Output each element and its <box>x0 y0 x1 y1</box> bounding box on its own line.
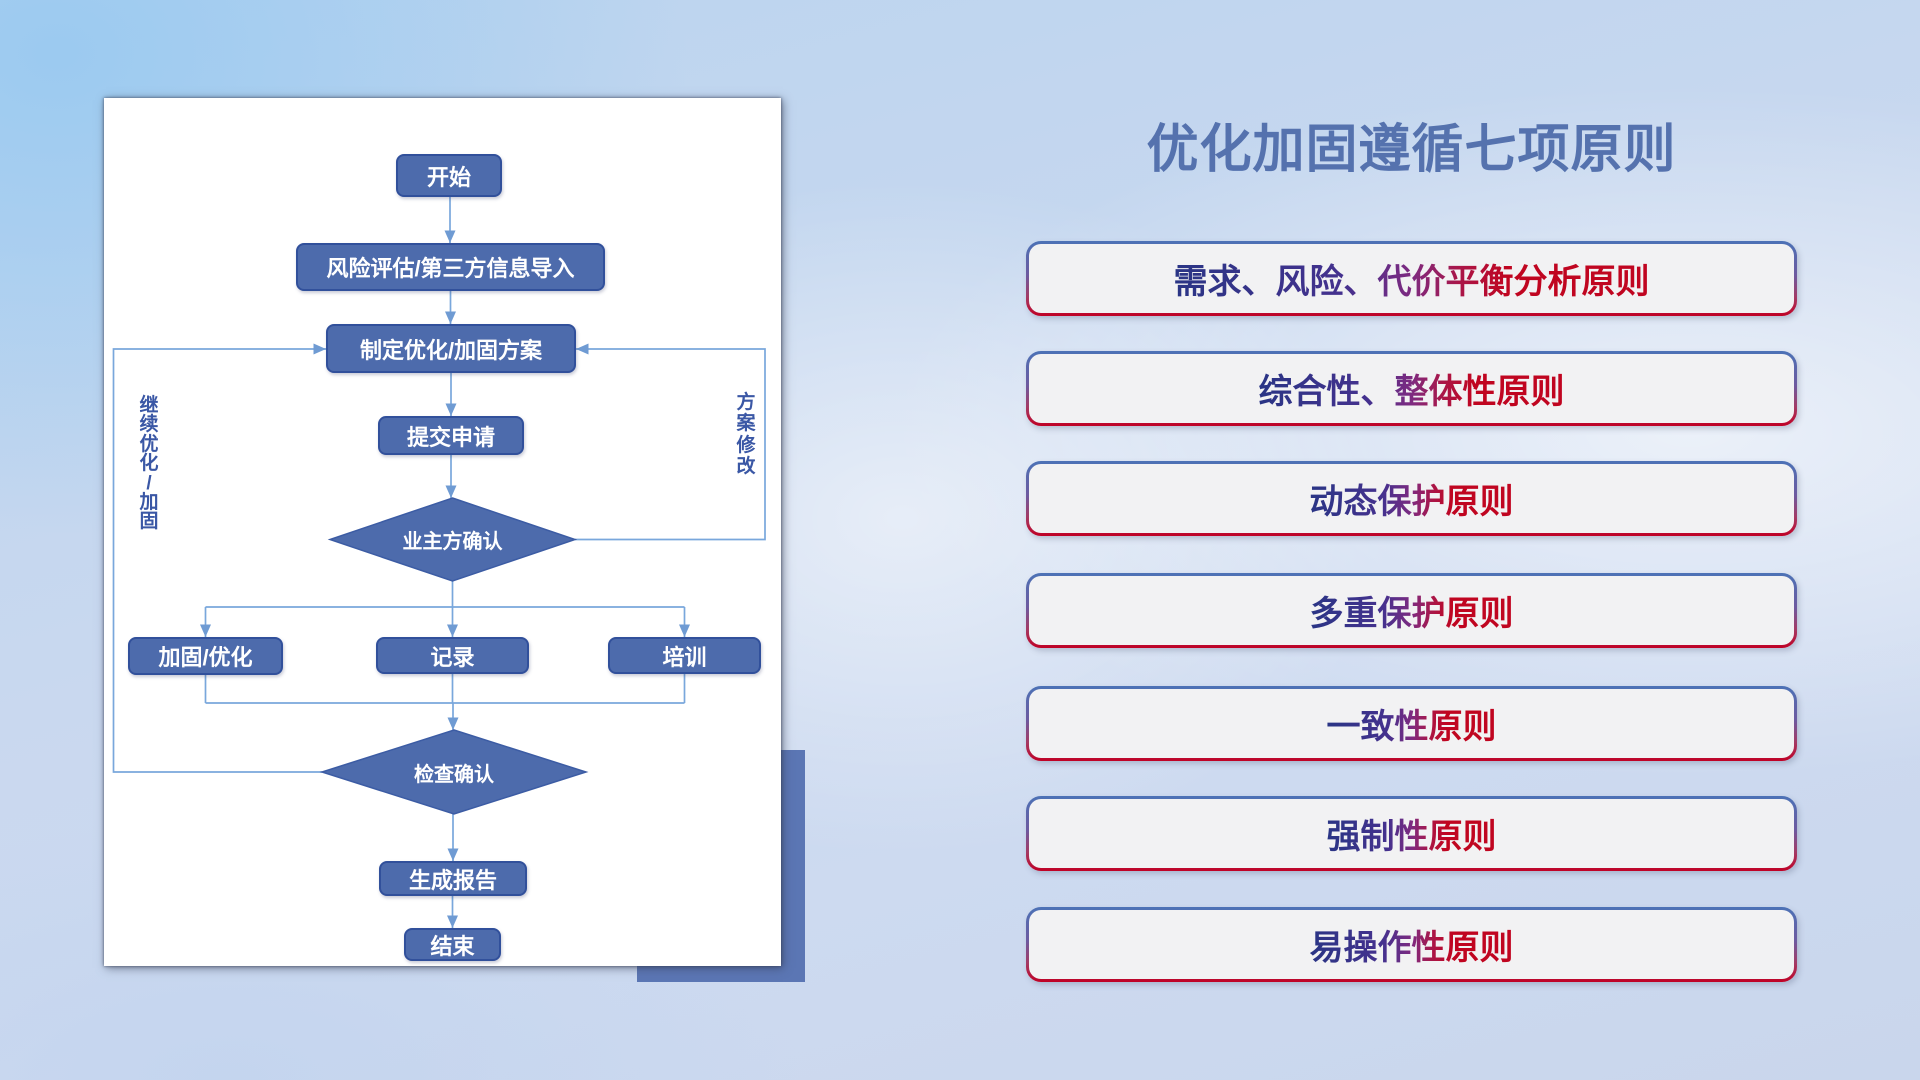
loop-line-left <box>112 348 326 773</box>
loop-line-right <box>575 348 766 541</box>
principle-box-5: 一致性原则 <box>1026 686 1797 761</box>
node-start-label: 开始 <box>426 164 471 190</box>
principle-box-7-inner: 易操作性原则 <box>1029 910 1794 979</box>
node-owner-confirm-label: 业主方确认 <box>402 531 503 553</box>
principle-1-label: 需求、风险、代价平衡分析原则 <box>1174 254 1650 303</box>
principle-box-2: 综合性、整体性原则 <box>1026 351 1797 426</box>
arrowhead-plan <box>445 311 456 324</box>
principle-box-4: 多重保护原则 <box>1026 573 1797 648</box>
node-risk-label: 风险评估/第三方信息导入 <box>326 256 575 281</box>
principle-box-7: 易操作性原则 <box>1026 907 1797 982</box>
diamond-owner-confirm <box>327 497 578 582</box>
node-owner-confirm: 业主方确认 <box>330 498 575 581</box>
node-start: 开始 <box>396 154 502 197</box>
arrowhead-risk <box>444 230 456 243</box>
node-plan-label: 制定优化/加固方案 <box>359 337 543 363</box>
node-end-label: 结束 <box>430 933 475 959</box>
arrowhead-loop-right <box>576 343 589 355</box>
arrowhead-loop-left <box>313 343 326 355</box>
arrowhead-checkconfirm <box>447 717 459 730</box>
node-report: 生成报告 <box>379 861 527 896</box>
node-training: 培训 <box>608 637 761 674</box>
principle-3-label: 动态保护原则 <box>1310 474 1514 523</box>
loop-label-left: 继续优化/加固 <box>139 395 159 533</box>
node-submit: 提交申请 <box>378 416 524 455</box>
diamond-check-confirm <box>319 729 589 815</box>
node-reinforce-label: 加固/优化 <box>158 645 253 670</box>
arrowhead-training <box>679 624 690 637</box>
arrowhead-ownerconfirm <box>445 485 457 498</box>
slide-title: 优化加固遵循七项原则 <box>1146 120 1677 179</box>
node-check-confirm-label: 检查确认 <box>414 763 494 786</box>
arrowhead-record <box>447 624 458 637</box>
principle-6-label: 强制性原则 <box>1327 809 1497 858</box>
node-record-label: 记录 <box>430 644 475 670</box>
principle-box-1-inner: 需求、风险、代价平衡分析原则 <box>1029 244 1794 313</box>
principle-box-3: 动态保护原则 <box>1026 461 1797 536</box>
node-record: 记录 <box>376 637 529 674</box>
node-plan: 制定优化/加固方案 <box>326 324 576 373</box>
node-check-confirm: 检查确认 <box>322 730 586 814</box>
node-submit-label: 提交申请 <box>406 424 495 450</box>
node-report-label: 生成报告 <box>408 867 497 893</box>
principle-2-label: 综合性、整体性原则 <box>1259 364 1565 413</box>
principle-box-2-inner: 综合性、整体性原则 <box>1029 354 1794 423</box>
arrowhead-report <box>447 848 459 861</box>
principle-box-4-inner: 多重保护原则 <box>1029 576 1794 645</box>
principle-box-3-inner: 动态保护原则 <box>1029 464 1794 533</box>
arrowhead-reinforce <box>200 624 211 637</box>
principle-box-5-inner: 一致性原则 <box>1029 689 1794 758</box>
principle-box-1: 需求、风险、代价平衡分析原则 <box>1026 241 1797 316</box>
principle-box-6: 强制性原则 <box>1026 796 1797 871</box>
loop-label-right: 方案修改 <box>736 392 756 477</box>
principle-4-label: 多重保护原则 <box>1310 586 1514 635</box>
principle-box-6-inner: 强制性原则 <box>1029 799 1794 868</box>
flowchart-diamonds <box>319 497 589 815</box>
arrowhead-end <box>447 915 458 928</box>
node-training-label: 培训 <box>662 644 707 670</box>
node-reinforce: 加固/优化 <box>128 637 283 675</box>
node-end: 结束 <box>404 928 501 961</box>
node-risk: 风险评估/第三方信息导入 <box>296 243 605 291</box>
connector-arrowheads <box>200 230 690 928</box>
principle-7-label: 易操作性原则 <box>1310 920 1514 969</box>
arrowhead-submit <box>445 403 457 416</box>
principle-5-label: 一致性原则 <box>1327 699 1497 748</box>
